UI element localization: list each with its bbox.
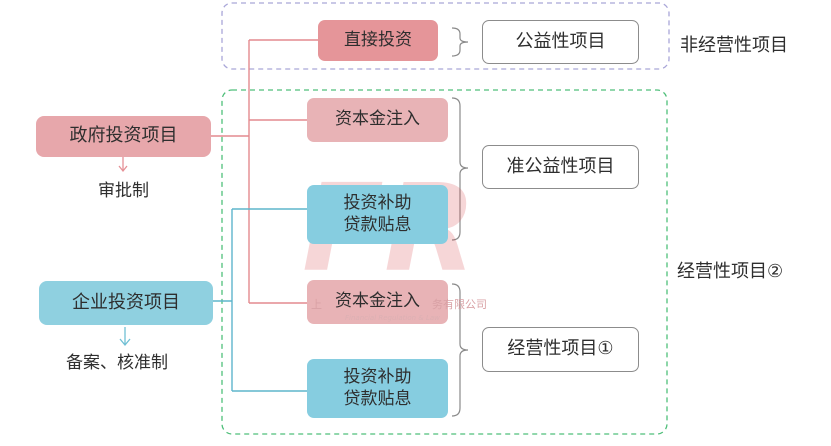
operating-project-1-label: 经营性项目① [507,338,614,360]
gov-down-arrow [118,157,128,173]
gov-connector-lines [211,39,318,304]
public-welfare-project-label: 公益性项目 [515,30,606,52]
gov-investment-project-label: 政府投资项目 [69,125,178,147]
quasi-public-welfare-project: 准公益性项目 [482,145,639,189]
subsidy-2-line-2: 贷款贴息 [343,388,412,409]
braces [451,27,469,417]
quasi-public-welfare-project-label: 准公益性项目 [506,155,615,177]
operating-project-1: 经营性项目① [482,327,639,372]
ent-investment-project: 企业投资项目 [39,281,213,325]
watermark-text-right: 务有限公司 [432,298,487,311]
direct-investment: 直接投资 [318,20,438,61]
subsidy-1-line-1: 投资补助 [343,193,412,214]
brace-public-welfare [451,27,469,57]
brace-operating [451,283,469,417]
subsidy-1: 投资补助 贷款贴息 [307,185,448,244]
operating-group-border [221,89,668,435]
ent-connector-lines [213,208,307,392]
subsidy-1-line-2: 贷款贴息 [343,214,412,235]
public-welfare-project: 公益性项目 [482,20,639,64]
capital-injection-2: 资本金注入 [307,280,448,324]
gov-investment-project: 政府投资项目 [36,116,211,157]
ent-down-arrow [119,327,131,347]
ent-approval-method: 备案、核准制 [66,353,168,373]
capital-injection-2-label: 资本金注入 [335,291,420,312]
brace-quasi-public [451,97,469,241]
non-operating-group-label: 非经营性项目 [680,35,788,56]
subsidy-2: 投资补助 贷款贴息 [307,359,448,418]
capital-injection-1-label: 资本金注入 [335,109,420,130]
watermark-text-left: 上 [311,298,322,311]
capital-injection-1: 资本金注入 [307,98,448,142]
gov-approval-method: 审批制 [98,181,149,201]
watermark-subtitle: Financial Regulation & Law [345,314,440,322]
subsidy-2-line-1: 投资补助 [343,367,412,388]
direct-investment-label: 直接投资 [344,29,412,50]
ent-investment-project-label: 企业投资项目 [72,291,180,313]
operating-group-label: 经营性项目② [677,261,784,282]
